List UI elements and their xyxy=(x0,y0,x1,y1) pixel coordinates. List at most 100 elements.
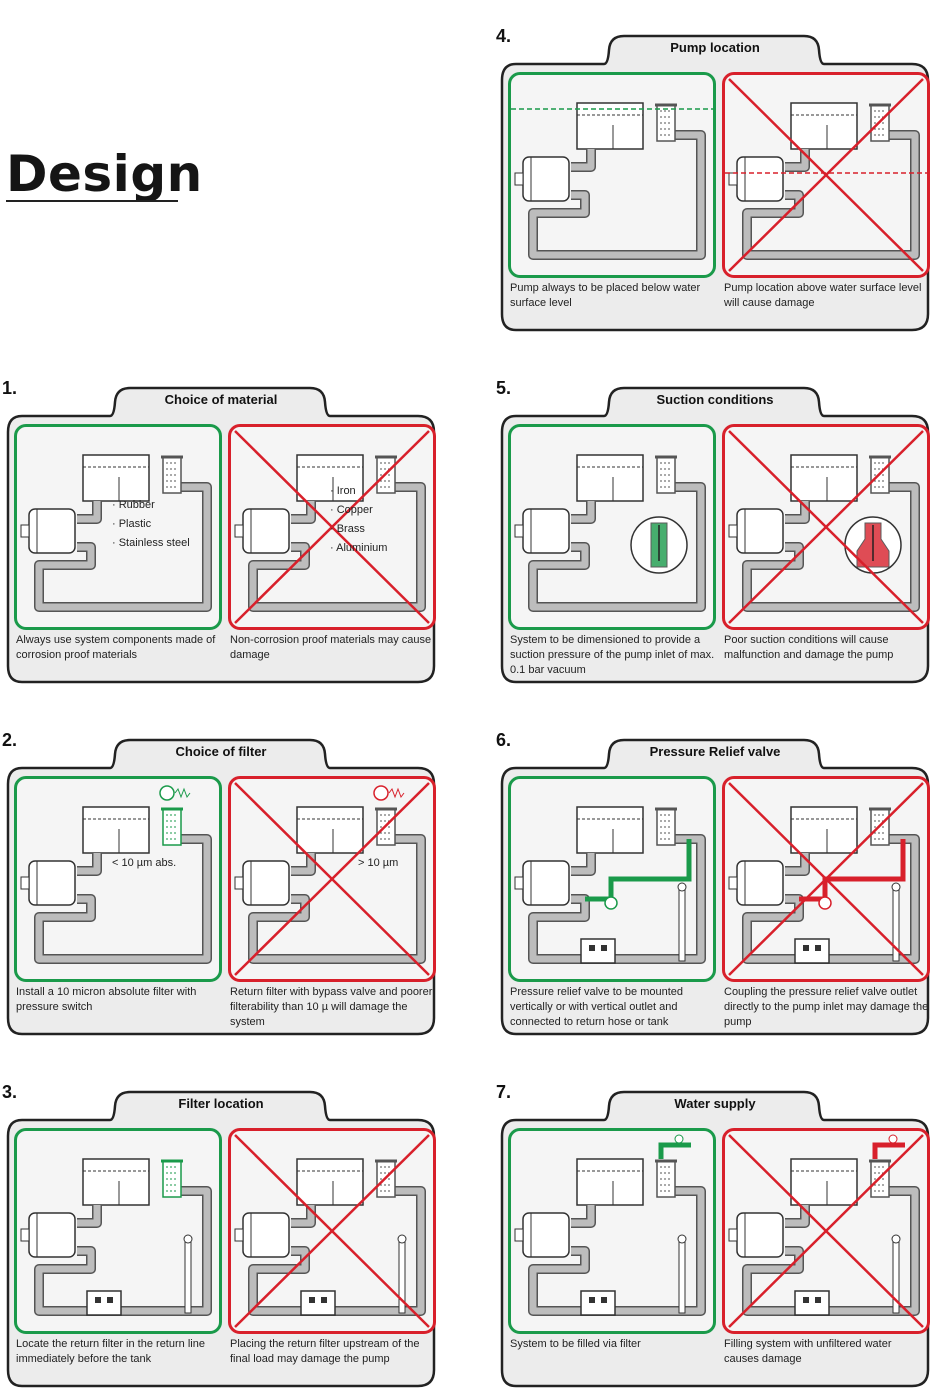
section-title: Choice of material xyxy=(164,392,278,407)
bad-caption: Pump location above water surface level … xyxy=(724,282,922,309)
good-panel xyxy=(508,72,716,278)
good-caption: Install a 10 micron absolute filter with… xyxy=(16,986,197,1013)
motor-icon xyxy=(86,1290,122,1316)
good-panel xyxy=(14,776,222,982)
cross-out-icon xyxy=(234,782,430,976)
pump-icon xyxy=(234,508,290,554)
tank xyxy=(576,454,644,502)
section-number: 4. xyxy=(496,26,512,46)
material-label: · Copper xyxy=(330,504,373,516)
motor-icon xyxy=(580,938,616,964)
bad-caption: Non-corrosion proof materials may cause … xyxy=(230,634,432,661)
section-s7: 7. Water supply xyxy=(496,1082,930,1394)
tank xyxy=(82,806,150,854)
good-panel xyxy=(508,776,716,982)
water-tap-icon xyxy=(872,1134,905,1159)
tank xyxy=(296,454,364,502)
material-label: · Aluminium xyxy=(330,542,388,554)
section-s3: 3. Filter location xyxy=(2,1082,436,1394)
pump-icon xyxy=(728,1212,784,1258)
pressure-detail-icon xyxy=(630,516,688,574)
tank xyxy=(790,806,858,854)
tank xyxy=(296,806,364,854)
cross-out-icon xyxy=(234,1134,430,1328)
cylinder-icon xyxy=(891,1234,901,1314)
good-caption: System to be filled via filter xyxy=(510,1338,641,1350)
motor-icon xyxy=(580,1290,616,1316)
cross-out-icon xyxy=(728,1134,924,1328)
material-label: · Plastic xyxy=(112,518,152,530)
pump-icon xyxy=(20,1212,76,1258)
tank xyxy=(576,102,644,150)
pump-icon xyxy=(234,1212,290,1258)
section-number: 6. xyxy=(496,730,512,750)
bad-caption: Return filter with bypass valve and poor… xyxy=(230,986,433,1028)
section-title: Pump location xyxy=(670,40,760,55)
section-s5: 5. Suction conditions xyxy=(496,378,930,690)
cross-out-icon xyxy=(234,430,430,624)
filter-icon xyxy=(655,807,677,846)
tank xyxy=(296,1158,364,1206)
bad-panel xyxy=(228,1128,436,1334)
pump-icon xyxy=(728,156,784,202)
bad-panel xyxy=(722,1128,930,1334)
material-label: · Stainless steel xyxy=(112,537,190,549)
good-panel xyxy=(14,424,222,630)
filter-icon xyxy=(655,103,677,142)
section-s6: 6. Pressure Relief valve xyxy=(496,730,930,1042)
water-tap-icon xyxy=(658,1134,691,1159)
filter-rating-label: < 10 µm abs. xyxy=(112,857,177,869)
bad-panel xyxy=(722,424,930,630)
filter-icon xyxy=(161,1159,183,1198)
pump-icon xyxy=(20,508,76,554)
section-number: 3. xyxy=(2,1082,18,1102)
relief-valve-icon xyxy=(585,839,692,910)
bad-caption: Coupling the pressure relief valve outle… xyxy=(724,986,929,1028)
section-s1: 1. Choice of material Always use system … xyxy=(2,378,436,690)
bad-panel xyxy=(722,776,930,982)
section-s2: 2. Choice of filter Install a xyxy=(2,730,436,1042)
section-title: Pressure Relief valve xyxy=(649,744,781,759)
pump-icon xyxy=(514,1212,570,1258)
good-caption: Locate the return filter in the return l… xyxy=(16,1338,205,1365)
good-caption: Pressure relief valve to be mounted vert… xyxy=(510,986,684,1028)
filter-icon xyxy=(655,1159,677,1198)
pressure-detail-icon xyxy=(844,516,902,574)
cylinder-icon xyxy=(183,1234,193,1314)
bad-panel xyxy=(228,424,436,630)
tank xyxy=(790,454,858,502)
motor-icon xyxy=(300,1290,336,1316)
good-panel xyxy=(14,1128,222,1334)
bad-panel xyxy=(228,776,436,982)
bad-caption: Placing the return filter upstream of th… xyxy=(230,1338,420,1365)
section-title: Water supply xyxy=(674,1096,756,1111)
pump-icon xyxy=(514,156,570,202)
title-underline xyxy=(6,200,178,202)
material-label: · Rubber xyxy=(112,499,155,511)
cylinder-icon xyxy=(397,1234,407,1314)
bad-panel xyxy=(722,72,930,278)
filter-icon xyxy=(161,807,183,846)
filter-icon xyxy=(161,455,183,494)
cylinder-icon xyxy=(677,1234,687,1314)
tank xyxy=(82,1158,150,1206)
good-caption: Always use system components made of cor… xyxy=(16,634,216,661)
bad-caption: Filling system with unfiltered water cau… xyxy=(724,1338,892,1365)
tank xyxy=(576,1158,644,1206)
tank xyxy=(82,454,150,502)
cylinder-icon xyxy=(677,882,687,962)
section-number: 7. xyxy=(496,1082,512,1102)
pump-icon xyxy=(728,860,784,906)
pressure-switch-icon xyxy=(373,785,405,801)
pump-icon xyxy=(728,508,784,554)
cross-out-icon xyxy=(728,78,924,272)
tank xyxy=(790,1158,858,1206)
section-number: 5. xyxy=(496,378,512,398)
good-panel xyxy=(508,424,716,630)
tank xyxy=(790,102,858,150)
pump-icon xyxy=(514,508,570,554)
section-number: 1. xyxy=(2,378,18,398)
bad-caption: Poor suction conditions will cause malfu… xyxy=(724,634,894,661)
pump-icon xyxy=(234,860,290,906)
cross-out-icon xyxy=(728,782,924,976)
